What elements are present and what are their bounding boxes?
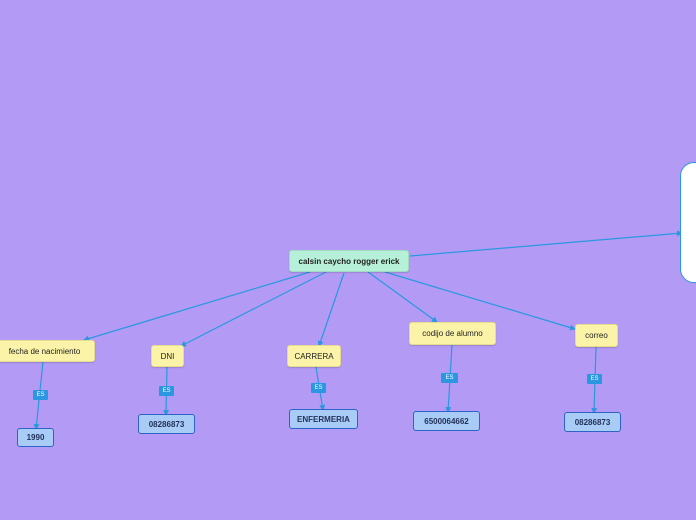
topic-codijo-de-alumno[interactable]: codijo de alumno: [409, 322, 496, 345]
connector-root-dni: [180, 271, 327, 347]
root-node[interactable]: calsin caycho rogger erick: [289, 250, 409, 272]
value-correo[interactable]: 08286873: [564, 412, 621, 432]
connector-root-fecha: [83, 271, 311, 342]
value-codijo[interactable]: 6500064662: [413, 411, 480, 431]
value-dni[interactable]: 08286873: [138, 414, 195, 434]
topic-carrera[interactable]: CARRERA: [287, 345, 341, 367]
es-link-label: ES: [159, 386, 174, 396]
es-link-label: ES: [587, 374, 602, 384]
es-link-label: ES: [33, 390, 48, 400]
es-link-label: ES: [311, 383, 326, 393]
connector-root-offscreen: [409, 230, 683, 257]
connector-root-carrera: [317, 272, 345, 347]
connector-root-codijo: [367, 271, 438, 323]
value-1990[interactable]: 1990: [17, 428, 54, 447]
es-link-label: ES: [441, 373, 458, 383]
topic-correo[interactable]: correo: [575, 324, 618, 347]
topic-fecha-de-nacimiento[interactable]: fecha de nacimiento: [0, 340, 95, 362]
topic-dni[interactable]: DNI: [151, 345, 184, 367]
offscreen-node[interactable]: [680, 162, 696, 283]
value-enfermeria[interactable]: ENFERMERIA: [289, 409, 358, 429]
connector-root-correo: [384, 271, 576, 331]
